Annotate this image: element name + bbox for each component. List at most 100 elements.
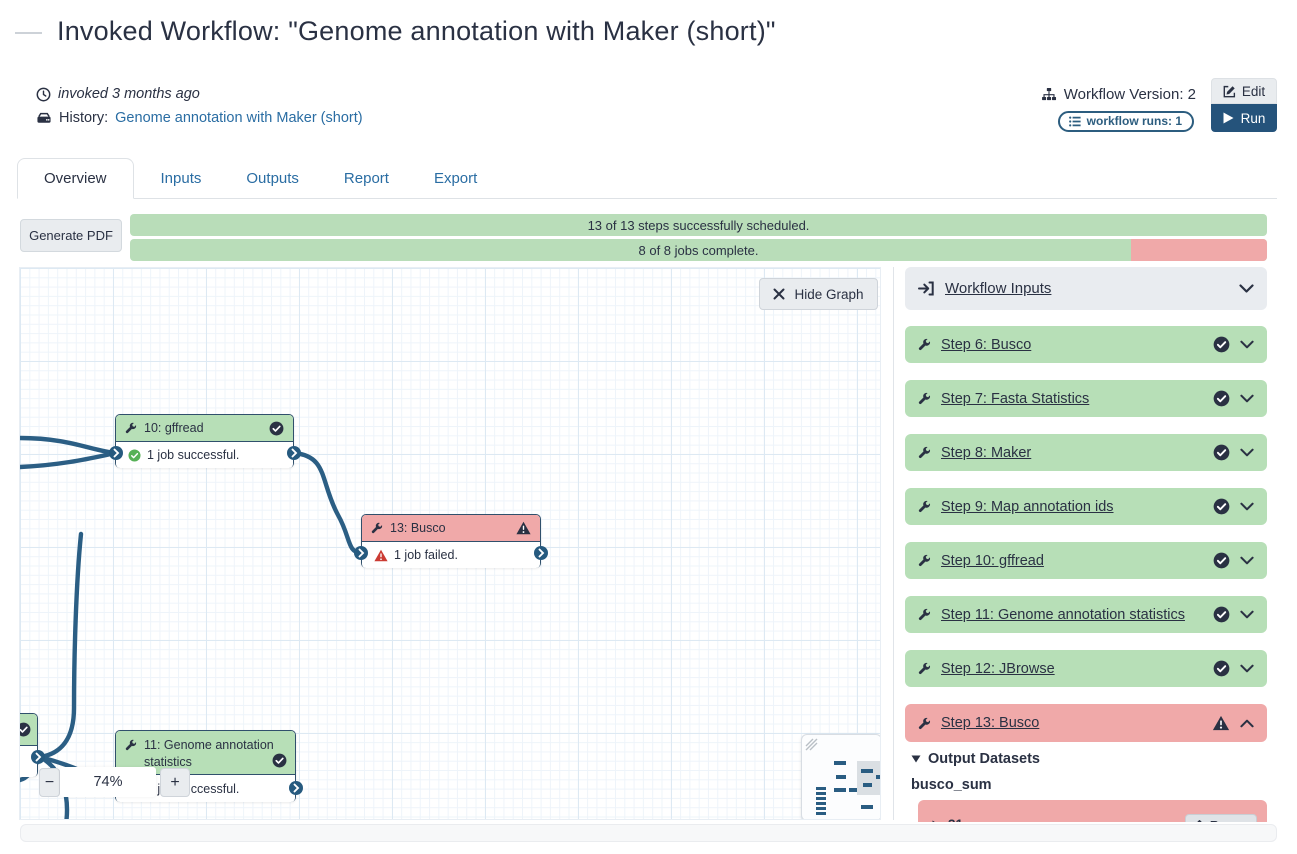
step-link[interactable]: Step 11: Genome annotation statistics bbox=[941, 606, 1185, 623]
step-link[interactable]: Step 9: Map annotation ids bbox=[941, 498, 1114, 515]
chevron-down-icon bbox=[1240, 394, 1254, 403]
steps-progress-text: 13 of 13 steps successfully scheduled. bbox=[587, 217, 810, 233]
check-circle-icon bbox=[1213, 444, 1230, 461]
clock-icon bbox=[36, 87, 51, 102]
jobs-progress-failed-segment bbox=[1130, 239, 1267, 261]
chevron-up-icon bbox=[1240, 719, 1254, 728]
connector-icon bbox=[31, 750, 45, 764]
run-button[interactable]: Run bbox=[1211, 104, 1277, 132]
graph-node-genome-stats-header: 11: Genome annotation statistics bbox=[116, 731, 295, 775]
chevron-down-icon bbox=[1240, 610, 1254, 619]
step-row-6[interactable]: Step 6: Busco bbox=[905, 326, 1267, 363]
dataset-group-name: busco_sum bbox=[911, 777, 992, 793]
collapsed-footer-bar bbox=[20, 824, 1277, 842]
hdd-icon bbox=[36, 111, 52, 126]
graph-node-gffread[interactable]: 10: gffread 1 job successful. bbox=[115, 414, 294, 468]
step-row-7[interactable]: Step 7: Fasta Statistics bbox=[905, 380, 1267, 417]
dataset-item-label: 31: bbox=[948, 814, 968, 822]
jobs-progress-text: 8 of 8 jobs complete. bbox=[638, 242, 759, 258]
step-link[interactable]: Step 6: Busco bbox=[941, 336, 1032, 353]
graph-node-busco13-header: 13: Busco bbox=[362, 515, 540, 542]
step-link[interactable]: Step 13: Busco bbox=[941, 715, 1040, 731]
wrench-icon bbox=[918, 500, 931, 513]
workflow-graph-canvas[interactable]: 10: gffread 1 job successful. 13: Busco bbox=[19, 267, 881, 820]
step-link[interactable]: Step 10: gffread bbox=[941, 552, 1044, 569]
close-icon bbox=[773, 288, 785, 300]
edit-button-label: Edit bbox=[1241, 83, 1266, 99]
connector-icon bbox=[534, 546, 548, 560]
wrench-icon bbox=[918, 662, 931, 675]
zoom-in-button[interactable]: + bbox=[160, 768, 190, 797]
step-link[interactable]: Step 7: Fasta Statistics bbox=[941, 390, 1090, 407]
wrench-icon bbox=[918, 608, 931, 621]
jobs-progress-bar: 8 of 8 jobs complete. bbox=[130, 239, 1267, 261]
chevron-down-icon bbox=[1239, 284, 1254, 293]
invoked-time: invoked 3 months ago bbox=[36, 86, 200, 102]
step-row-12[interactable]: Step 12: JBrowse bbox=[905, 650, 1267, 687]
step-row-8[interactable]: Step 8: Maker bbox=[905, 434, 1267, 471]
rerun-button[interactable]: Rerun bbox=[1184, 814, 1257, 822]
panel-divider bbox=[893, 267, 894, 820]
check-circle-icon bbox=[1213, 660, 1230, 677]
step-row-11[interactable]: Step 11: Genome annotation statistics bbox=[905, 596, 1267, 633]
check-circle-icon bbox=[1213, 390, 1230, 407]
tab-export[interactable]: Export bbox=[433, 170, 478, 187]
tabbar-border bbox=[20, 198, 1277, 199]
wrench-icon bbox=[371, 522, 383, 534]
step-link[interactable]: Step 8: Maker bbox=[941, 444, 1032, 461]
history-label: History: bbox=[59, 110, 109, 126]
tab-inputs[interactable]: Inputs bbox=[160, 170, 202, 187]
output-datasets-label: Output Datasets bbox=[928, 751, 1040, 767]
invoked-time-label: invoked 3 months ago bbox=[58, 86, 200, 102]
step-row-13[interactable]: Step 13: Busco bbox=[905, 704, 1267, 742]
resize-grip-icon[interactable] bbox=[805, 738, 819, 752]
invocation-steps-panel: Workflow Inputs Step 6: Busco Step 7: Fa… bbox=[905, 267, 1267, 822]
run-button-label: Run bbox=[1240, 110, 1266, 126]
step-row-9[interactable]: Step 9: Map annotation ids bbox=[905, 488, 1267, 525]
zoom-out-button[interactable]: − bbox=[39, 768, 60, 797]
workflow-inputs-header[interactable]: Workflow Inputs bbox=[905, 267, 1267, 310]
graph-node-busco13[interactable]: 13: Busco 1 job failed. bbox=[361, 514, 541, 568]
workflow-runs-label: workflow runs: 1 bbox=[1086, 114, 1182, 128]
graph-node-gffread-header: 10: gffread bbox=[116, 415, 293, 442]
divider bbox=[15, 32, 42, 34]
graph-node-gffread-title: 10: gffread bbox=[144, 421, 204, 435]
graph-node-gffread-status-text: 1 job successful. bbox=[147, 448, 240, 462]
play-icon bbox=[1223, 112, 1234, 124]
graph-node-genome-stats-title: 11: Genome annotation statistics bbox=[144, 738, 274, 769]
dataset-item-busco-sum[interactable]: 31: Rerun bbox=[918, 800, 1267, 822]
success-check-icon bbox=[128, 448, 141, 462]
generate-pdf-button[interactable]: Generate PDF bbox=[20, 219, 122, 252]
tabbar: Overview Inputs Outputs Report Export bbox=[17, 157, 504, 199]
chevron-down-icon bbox=[1240, 556, 1254, 565]
output-datasets-section[interactable]: Output Datasets bbox=[911, 751, 1040, 767]
wrench-icon bbox=[125, 422, 137, 434]
graph-node-partial[interactable] bbox=[20, 713, 38, 777]
check-circle-icon bbox=[1213, 498, 1230, 515]
check-circle-icon bbox=[1213, 336, 1230, 353]
check-circle-icon bbox=[20, 722, 31, 737]
workflow-inputs-link[interactable]: Workflow Inputs bbox=[945, 280, 1052, 297]
graph-node-busco13-status-text: 1 job failed. bbox=[394, 548, 458, 562]
check-circle-icon bbox=[269, 421, 284, 436]
tab-report[interactable]: Report bbox=[343, 170, 389, 187]
step-link[interactable]: Step 12: JBrowse bbox=[941, 660, 1055, 677]
graph-minimap[interactable] bbox=[801, 734, 880, 819]
chevron-down-icon bbox=[1240, 340, 1254, 349]
tab-overview[interactable]: Overview bbox=[17, 158, 134, 199]
chevron-down-icon bbox=[1240, 502, 1254, 511]
wrench-icon bbox=[918, 554, 931, 567]
page-title: Invoked Workflow: "Genome annotation wit… bbox=[57, 16, 776, 46]
edit-button[interactable]: Edit bbox=[1211, 78, 1277, 104]
graph-node-gffread-status: 1 job successful. bbox=[116, 442, 293, 468]
caret-right-icon bbox=[932, 814, 940, 822]
hide-graph-button[interactable]: Hide Graph bbox=[759, 278, 878, 310]
wrench-icon bbox=[125, 739, 137, 751]
tab-outputs[interactable]: Outputs bbox=[246, 170, 299, 187]
history-link[interactable]: Genome annotation with Maker (short) bbox=[115, 110, 363, 126]
workflow-runs-badge[interactable]: workflow runs: 1 bbox=[1057, 111, 1194, 132]
connector-icon bbox=[354, 546, 368, 560]
workflow-actions: Edit Run bbox=[1211, 78, 1277, 132]
step-row-10[interactable]: Step 10: gffread bbox=[905, 542, 1267, 579]
